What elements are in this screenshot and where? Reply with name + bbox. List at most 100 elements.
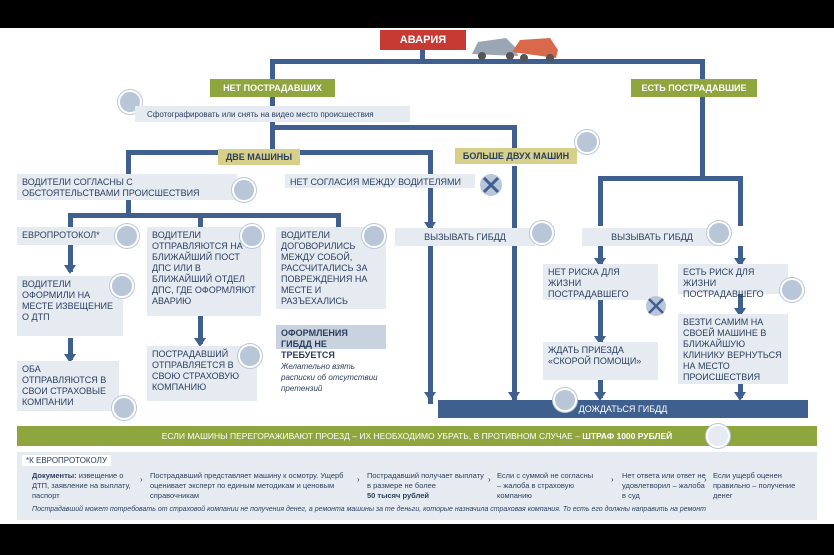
connector bbox=[598, 176, 603, 226]
take-clinic-box: ВЕЗТИ САМИМ НА СВОЕЙ МАШИНЕ В БЛИЖАЙШУЮ … bbox=[678, 314, 788, 384]
note-docs-text: извещение о ДТП, заявление на выплату, п… bbox=[32, 471, 131, 500]
connector bbox=[126, 150, 131, 175]
connector bbox=[598, 246, 603, 264]
connector bbox=[428, 150, 433, 180]
connector bbox=[700, 96, 705, 178]
connector bbox=[738, 246, 743, 264]
note-no-answer: Нет ответа или ответ не удовлетворил – ж… bbox=[622, 471, 706, 500]
photo-note: Сфотографировать или снять на видео мест… bbox=[135, 106, 410, 122]
arrow-head bbox=[424, 222, 436, 231]
arrow-head bbox=[424, 392, 436, 401]
arrow-head bbox=[194, 338, 206, 347]
police-icon bbox=[707, 221, 731, 245]
note-docs-bold: Документы: bbox=[32, 471, 77, 480]
accident-header: АВАРИЯ bbox=[380, 30, 466, 50]
banner-text: ЕСЛИ МАШИНЫ ПЕРЕГОРАЖИВАЮТ ПРОЕЗД – ИХ Н… bbox=[161, 431, 583, 441]
arrow-glyph: › bbox=[704, 475, 707, 484]
no-risk-box: НЕТ РИСКА ДЛЯ ЖИЗНИ ПОСТРАДАВШЕГО bbox=[543, 264, 658, 300]
connector bbox=[270, 96, 275, 151]
form-icon bbox=[110, 274, 134, 298]
arrow-head bbox=[508, 392, 520, 401]
arrow-head bbox=[734, 308, 746, 317]
cars-icon bbox=[575, 130, 599, 154]
wait-gibdd-bar: ДОЖДАТЬСЯ ГИБДД bbox=[438, 400, 808, 418]
connector bbox=[598, 300, 603, 342]
arrow-glyph: › bbox=[140, 475, 143, 484]
connector bbox=[68, 244, 73, 272]
arrow-glyph: › bbox=[357, 475, 360, 484]
connector bbox=[512, 125, 517, 153]
crashed-cars-icon bbox=[472, 38, 558, 62]
connector bbox=[68, 213, 340, 218]
more-cars-header: БОЛЬШЕ ДВУХ МАШИН bbox=[455, 148, 577, 164]
call-gibdd-box-left: ВЫЗЫВАТЬ ГИБДД bbox=[395, 228, 535, 246]
arrow-head bbox=[594, 392, 606, 401]
connector bbox=[428, 246, 433, 404]
receipts-note: Желательно взять расписки об отсутствии … bbox=[276, 358, 386, 398]
no-heart-risk-icon bbox=[646, 296, 666, 316]
drivers-agreed-box: ВОДИТЕЛИ ДОГОВОРИЛИСЬ МЕЖДУ СОБОЙ, РАССЧ… bbox=[276, 227, 386, 309]
risk-box: ЕСТЬ РИСК ДЛЯ ЖИЗНИ ПОСТРАДАВШЕГО bbox=[678, 264, 788, 299]
connector bbox=[738, 293, 743, 313]
flowchart-canvas: АВАРИЯ НЕТ ПОСТРАДАВШИХ ЕСТЬ ПОСТРАДАВШИ… bbox=[0, 28, 834, 524]
connector bbox=[68, 213, 73, 227]
company-icon bbox=[238, 344, 262, 368]
note-docs: Документы: извещение о ДТП, заявление на… bbox=[32, 471, 140, 501]
banner-fine: ШТРАФ 1000 РУБЛЕЙ bbox=[582, 431, 673, 441]
medicine-icon bbox=[780, 278, 804, 302]
tow-truck-icon bbox=[706, 424, 730, 448]
connector bbox=[428, 188, 433, 228]
note-bottom: Пострадавший может потребовать от страхо… bbox=[32, 506, 706, 513]
note-payout: Пострадавший получает выплату в размере … bbox=[367, 471, 485, 501]
connector bbox=[512, 166, 517, 404]
no-gibdd-box: ОФОРМЛЕНИЯ ГИБДД НЕ ТРЕБУЕТСЯ bbox=[276, 325, 386, 360]
injured-header: ЕСТЬ ПОСТРАДАВШИЕ bbox=[631, 79, 757, 97]
police-icon bbox=[530, 221, 554, 245]
two-cars-header: ДВЕ МАШИНЫ bbox=[218, 149, 300, 165]
footnote-panel bbox=[17, 452, 817, 520]
arrow-head bbox=[734, 258, 746, 267]
connector bbox=[272, 59, 704, 64]
europrotocol-box: ЕВРОПРОТОКОЛ* bbox=[17, 227, 119, 245]
arrow-head bbox=[64, 354, 76, 363]
connector bbox=[198, 316, 203, 344]
disagree-icon bbox=[480, 174, 502, 196]
badge-icon bbox=[240, 224, 264, 248]
connector bbox=[198, 213, 203, 227]
connector bbox=[270, 125, 515, 130]
connector bbox=[700, 59, 705, 83]
connector bbox=[126, 200, 131, 216]
arrow-glyph: › bbox=[611, 475, 614, 484]
no-agreement-box: НЕТ СОГЛАСИЯ МЕЖДУ ВОДИТЕЛЯМИ bbox=[285, 174, 475, 188]
connector bbox=[598, 380, 603, 398]
note-inspect: Пострадавший представляет машину к осмот… bbox=[150, 471, 344, 500]
police-icon bbox=[553, 388, 577, 412]
connector bbox=[738, 383, 743, 398]
call-gibdd-box-right: ВЫЗЫВАТЬ ГИБДД bbox=[582, 228, 722, 246]
coins-icon bbox=[112, 396, 136, 420]
arrow-glyph: › bbox=[488, 475, 491, 484]
connector bbox=[336, 213, 341, 227]
connector bbox=[738, 176, 743, 226]
note-payout-bold: 50 тысяч рублей bbox=[367, 491, 430, 500]
footnote-title: *К ЕВРОПРОТОКОЛУ bbox=[22, 455, 111, 466]
note-payout-text: Пострадавший получает выплату в размере … bbox=[367, 471, 484, 490]
arrow-head bbox=[594, 336, 606, 345]
connector bbox=[68, 338, 73, 360]
arrow-head bbox=[64, 265, 76, 274]
note-disagree: Если с суммой не согласны – жалоба в стр… bbox=[497, 471, 594, 500]
both-insurance-box: ОБА ОТПРАВЛЯЮТСЯ В СВОИ СТРАХОВЫЕ КОМПАН… bbox=[17, 361, 119, 411]
connector bbox=[270, 59, 275, 83]
banner: ЕСЛИ МАШИНЫ ПЕРЕГОРАЖИВАЮТ ПРОЕЗД – ИХ Н… bbox=[17, 426, 817, 446]
note-correct: Если ущерб оценен правильно – получение … bbox=[713, 471, 796, 500]
no-injured-header: НЕТ ПОСТРАДАВШИХ bbox=[210, 79, 335, 97]
victim-insurance-box: ПОСТРАДАВШИЙ ОТПРАВЛЯЕТСЯ В СВОЮ СТРАХОВ… bbox=[147, 346, 257, 401]
handshake-icon bbox=[232, 178, 256, 202]
connector bbox=[420, 48, 425, 62]
document-icon bbox=[115, 224, 139, 248]
handshake-icon bbox=[362, 224, 386, 248]
connector bbox=[598, 176, 741, 181]
drivers-agree-box: ВОДИТЕЛИ СОГЛАСНЫ С ОБСТОЯТЕЛЬСТВАМИ ПРО… bbox=[17, 174, 237, 200]
wait-ambulance-box: ЖДАТЬ ПРИЕЗДА «СКОРОЙ ПОМОЩИ» bbox=[543, 342, 658, 380]
